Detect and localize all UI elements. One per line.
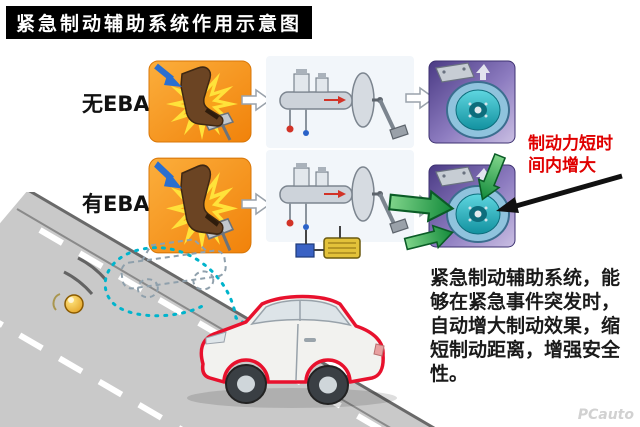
callout-arrow-icon: [496, 173, 623, 213]
braking-car-icon: [187, 294, 397, 408]
hydraulics-panel-no-eba-icon: [266, 56, 414, 148]
road-scene-illustration: [0, 192, 436, 427]
pedal-panel-no-eba-icon: [148, 60, 252, 143]
row-label-with-eba: 有EBA: [82, 192, 150, 216]
brake-force-callout: 制动力短时间内增大: [528, 134, 613, 176]
brake-drum-panel-no-eba-icon: [428, 60, 516, 144]
row-label-no-eba: 无EBA: [82, 92, 150, 116]
description-text: 紧急制动辅助系统，能够在紧急事件突发时，自动增大制动效果，缩短制动距离，增强安全…: [430, 267, 621, 385]
ball-icon: [52, 293, 84, 314]
watermark: PCauto: [577, 407, 634, 423]
hydraulics-panel-with-eba-icon: [266, 150, 414, 259]
page-title: 紧急制动辅助系统作用示意图: [6, 6, 313, 39]
